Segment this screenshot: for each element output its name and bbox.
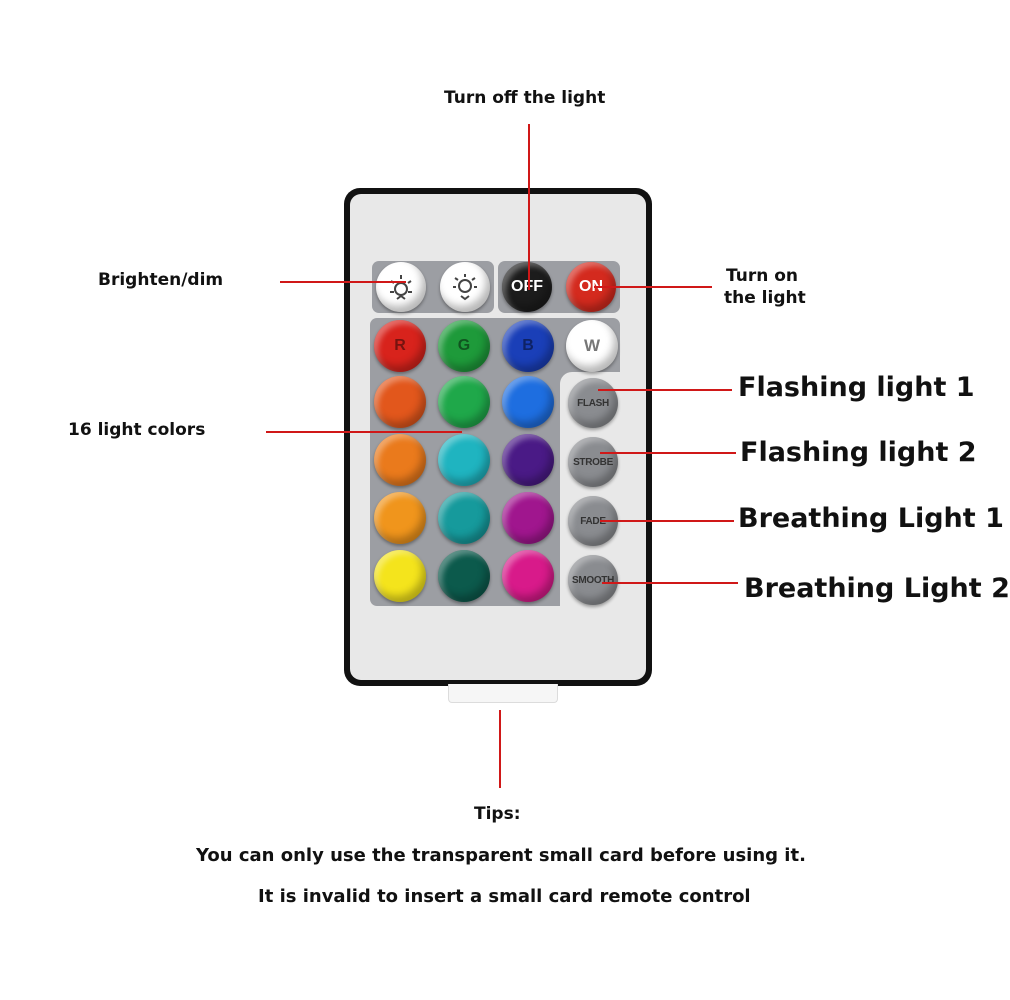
color-button[interactable] [374, 376, 426, 428]
flashing-1-pointer [598, 389, 732, 391]
brighten-dim-label: Brighten/dim [98, 270, 224, 290]
color-button[interactable] [374, 550, 426, 602]
tips-line-2: It is invalid to insert a small card rem… [258, 886, 751, 907]
color-button[interactable] [438, 550, 490, 602]
color-button-label: R [394, 337, 406, 354]
turn-on-label-2: the light [724, 288, 806, 308]
flashing-1-label: Flashing light 1 [738, 372, 975, 403]
tips-line-1: You can only use the transparent small c… [196, 845, 806, 866]
sun-bright-icon [453, 274, 477, 301]
light-colors-pointer [266, 431, 462, 433]
color-button[interactable]: W [566, 320, 618, 372]
flash-button[interactable]: FLASH [568, 378, 618, 428]
breathing-1-pointer [600, 520, 734, 522]
strobe-button[interactable]: STROBE [568, 437, 618, 487]
sun-dim-icon [390, 275, 412, 300]
color-button[interactable]: B [502, 320, 554, 372]
flashing-2-pointer [600, 452, 736, 454]
tips-pointer [499, 710, 501, 788]
color-button[interactable] [438, 434, 490, 486]
turn-on-label-1: Turn on [726, 266, 799, 286]
strobe-label: STROBE [573, 456, 613, 468]
flashing-2-label: Flashing light 2 [740, 437, 977, 468]
color-button[interactable] [502, 434, 554, 486]
on-label: ON [579, 278, 603, 295]
color-button[interactable]: R [374, 320, 426, 372]
breathing-1-label: Breathing Light 1 [738, 503, 1004, 534]
light-colors-label: 16 light colors [68, 420, 206, 440]
color-button[interactable] [374, 434, 426, 486]
turn-on-pointer [594, 286, 712, 288]
fade-label: FADE [580, 515, 606, 527]
color-button[interactable] [374, 492, 426, 544]
color-button[interactable]: G [438, 320, 490, 372]
smooth-label: SMOOTH [571, 574, 615, 586]
tips-title: Tips: [474, 804, 521, 824]
color-button[interactable] [502, 376, 554, 428]
brightness-down-button[interactable] [376, 262, 426, 312]
flash-label: FLASH [577, 397, 609, 409]
breathing-2-pointer [602, 582, 738, 584]
off-label: OFF [511, 278, 543, 295]
color-button[interactable] [438, 376, 490, 428]
color-button-label: W [583, 336, 601, 355]
color-button-label: G [457, 337, 471, 354]
color-button[interactable] [438, 492, 490, 544]
brighten-dim-pointer [280, 281, 406, 283]
off-button[interactable]: OFF [502, 262, 552, 312]
battery-tab [448, 684, 558, 703]
turn-off-pointer [528, 124, 530, 290]
brightness-up-button[interactable] [440, 262, 490, 312]
smooth-button[interactable]: SMOOTH [568, 555, 618, 605]
color-button[interactable] [502, 492, 554, 544]
color-button[interactable] [502, 550, 554, 602]
breathing-2-label: Breathing Light 2 [744, 573, 1010, 604]
turn-off-label: Turn off the light [444, 88, 606, 108]
color-button-label: B [522, 337, 534, 354]
